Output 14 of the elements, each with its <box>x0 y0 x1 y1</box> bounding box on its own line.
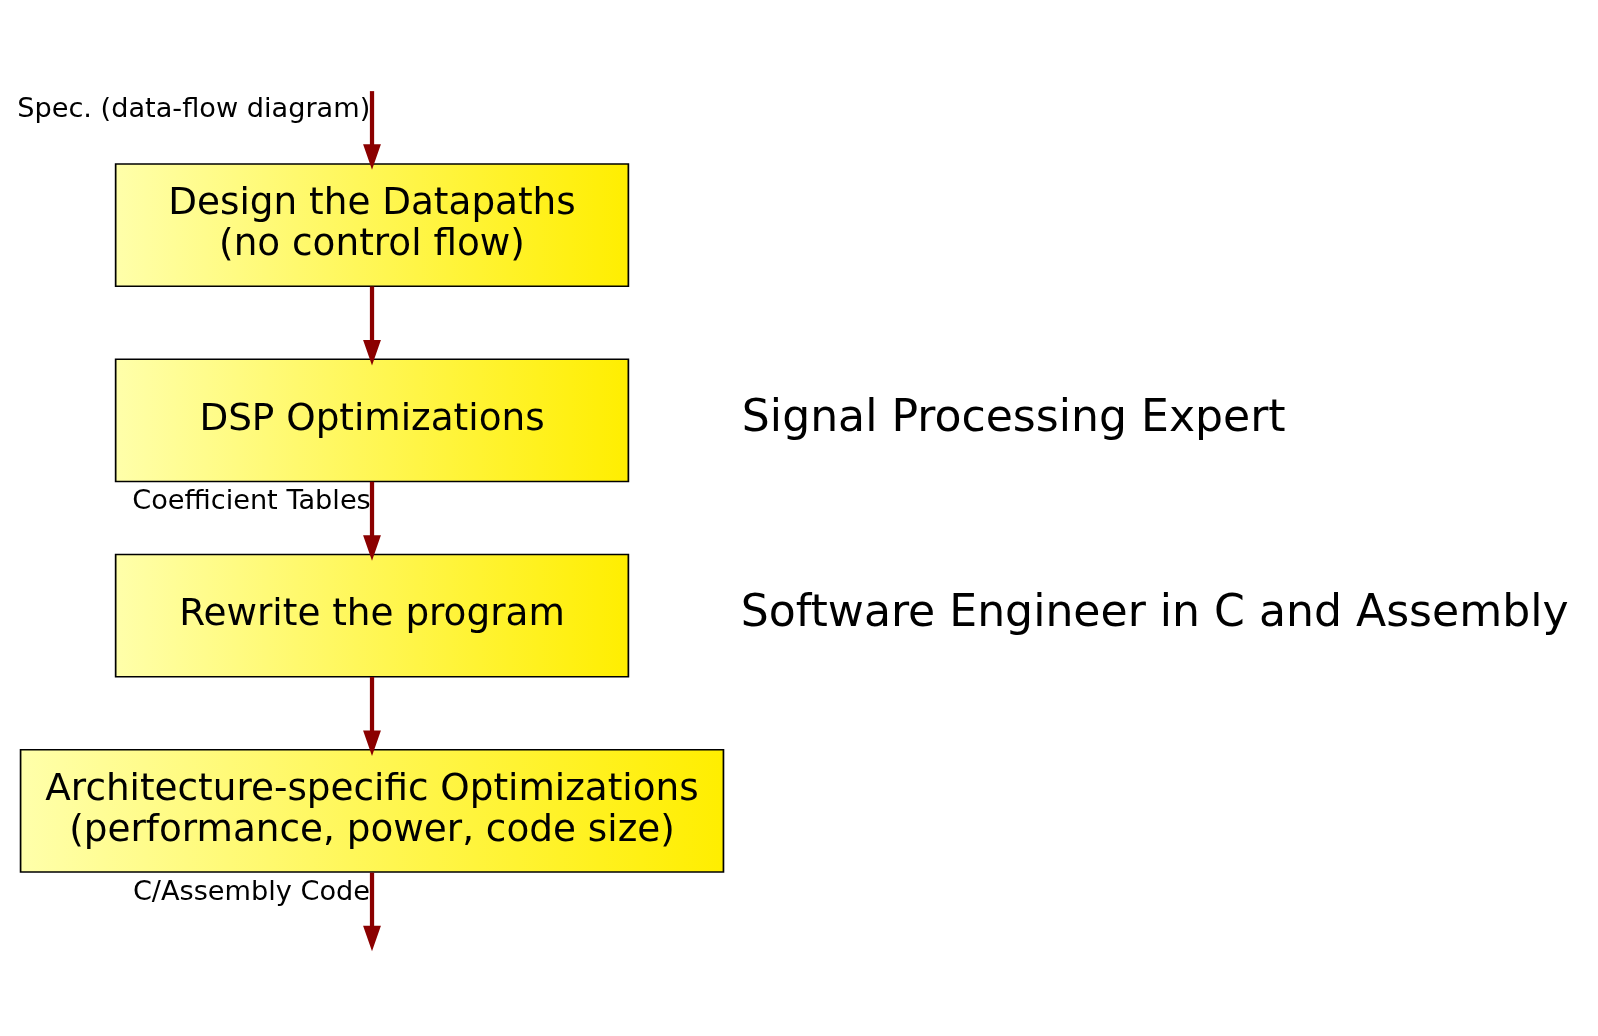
edge-label: C/Assembly Code <box>132 874 371 906</box>
arrow <box>363 286 381 366</box>
arrow <box>363 872 381 952</box>
arrow <box>363 676 381 756</box>
edge-label: Spec. (data-flow diagram) <box>17 91 371 123</box>
label: Software Engineer in C and Assembly <box>740 585 1569 637</box>
node-box: Design the Datapaths (no control flow) <box>114 163 630 288</box>
node-box: DSP Optimizations <box>114 358 630 483</box>
label: Signal Processing Expert <box>741 390 1286 442</box>
arrow <box>363 91 381 170</box>
node-box: Architecture-specific Optimizations (performance, power, code size) <box>19 748 725 873</box>
node-box: Rewrite the program <box>114 553 630 678</box>
arrow <box>363 481 381 561</box>
edge-label: Coefficient Tables <box>132 483 371 515</box>
